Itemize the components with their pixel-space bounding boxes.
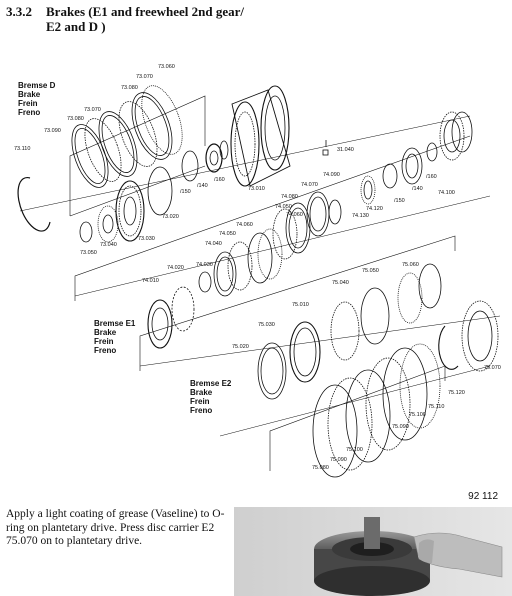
- brake-e1-parts: [147, 202, 311, 349]
- section-title-line2: E2 and D ): [46, 19, 106, 34]
- svg-text:Freno: Freno: [190, 406, 212, 415]
- part-label: 75.050: [362, 268, 379, 274]
- group-label-brake-e2: Bremse E2 Brake Frein Freno: [190, 379, 232, 415]
- part-label: 74.100: [438, 190, 455, 196]
- part-label: 73.090: [44, 128, 61, 134]
- part-label: 73.060: [158, 64, 175, 70]
- part-label: 75.100: [346, 447, 363, 453]
- svg-text:Bremse E1: Bremse E1: [94, 319, 136, 328]
- part-label: 74.050: [275, 204, 292, 210]
- group-label-brake-e1: Bremse E1 Brake Frein Freno: [94, 319, 136, 355]
- part-label: 74.090: [323, 172, 340, 178]
- freewheel-parts: [306, 111, 473, 237]
- part-label: 74.010: [142, 278, 159, 284]
- part-label: 74.060: [236, 222, 253, 228]
- part-label: 73.110: [14, 146, 30, 152]
- part-label: /160: [214, 177, 225, 183]
- part-label: 74.060: [286, 212, 303, 218]
- part-label: 75.100: [409, 412, 426, 418]
- svg-text:Frein: Frein: [18, 99, 38, 108]
- part-label: 73.040: [100, 242, 117, 248]
- part-label: 74.020: [167, 265, 184, 271]
- part-label: 73.080: [67, 116, 84, 122]
- svg-text:Freno: Freno: [18, 108, 40, 117]
- part-label: 73.020: [162, 214, 179, 220]
- part-label: 31.040: [337, 147, 354, 153]
- part-label: 75.060: [402, 262, 419, 268]
- part-label: 74.040: [205, 241, 222, 247]
- part-label: 73.010: [248, 186, 265, 192]
- part-label: /150: [394, 198, 405, 204]
- part-label: 74.030: [196, 262, 213, 268]
- part-label: /140: [412, 186, 423, 192]
- part-label: /140: [197, 183, 208, 189]
- exploded-view-diagram: Bremse D Brake Frein Freno Bremse E1 Bra…: [14, 64, 501, 478]
- brake-d-drum: [79, 85, 329, 243]
- part-label: 75.090: [330, 457, 347, 463]
- part-label: 75.110: [428, 404, 444, 410]
- svg-text:Brake: Brake: [94, 328, 117, 337]
- part-label: 75.040: [332, 280, 349, 286]
- svg-text:Bremse E2: Bremse E2: [190, 379, 232, 388]
- part-label: 73.050: [80, 250, 97, 256]
- part-label: /160: [426, 174, 437, 180]
- figure-number: 92 112: [468, 491, 498, 502]
- part-label: 73.080: [121, 85, 138, 91]
- part-label: /150: [180, 189, 191, 195]
- part-label: 75.010: [292, 302, 309, 308]
- part-label: 74.050: [219, 231, 236, 237]
- group-label-brake-d: Bremse D Brake Frein Freno: [18, 81, 56, 117]
- svg-text:Brake: Brake: [18, 90, 41, 99]
- part-label: 73.070: [136, 74, 153, 80]
- part-label: 75.030: [258, 322, 275, 328]
- svg-text:Freno: Freno: [94, 346, 116, 355]
- brake-e2-parts: [257, 263, 499, 478]
- section-number: 3.3.2: [6, 4, 32, 19]
- part-label: 75.020: [232, 344, 249, 350]
- part-labels: 73.110 73.090 73.080 73.070 73.080 73.07…: [14, 64, 501, 471]
- section-title-line1: Brakes (E1 and freewheel 2nd gear/: [46, 4, 244, 19]
- svg-text:Bremse D: Bremse D: [18, 81, 56, 90]
- part-label: 74.070: [301, 182, 318, 188]
- svg-text:Frein: Frein: [190, 397, 210, 406]
- part-label: 75.120: [448, 390, 465, 396]
- photo-disc-carrier-on-planetary-drive: [234, 507, 512, 596]
- part-label: 75.070: [484, 365, 501, 371]
- instruction-text: Apply a light coating of grease (Vaselin…: [6, 508, 225, 547]
- part-label: 73.070: [84, 107, 101, 113]
- part-label: 74.120: [366, 206, 383, 212]
- part-label: 73.030: [138, 236, 155, 242]
- brake-d-parts: [17, 85, 183, 232]
- part-label: 75.090: [392, 424, 409, 430]
- part-label: 75.080: [312, 465, 329, 471]
- part-label: 74.130: [352, 213, 369, 219]
- part-label: 74.080: [281, 194, 298, 200]
- assembly-axes: [19, 115, 501, 437]
- svg-text:Frein: Frein: [94, 337, 114, 346]
- svg-text:Brake: Brake: [190, 388, 213, 397]
